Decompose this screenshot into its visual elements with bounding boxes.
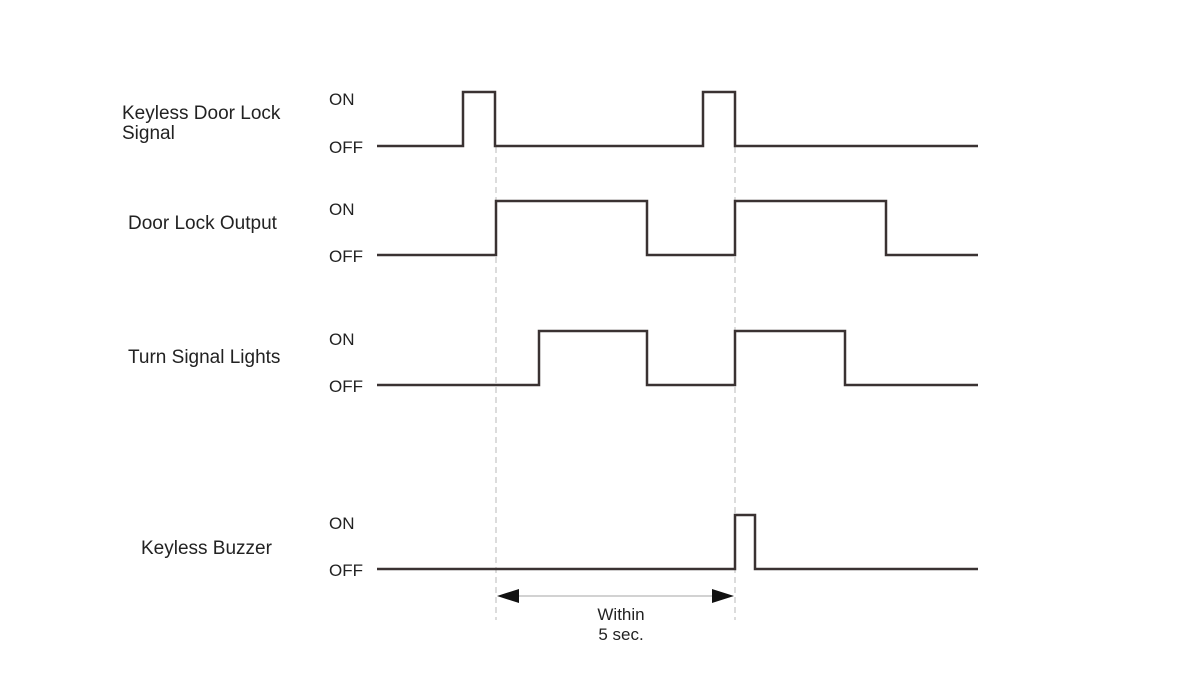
on-label: ON: [329, 330, 355, 349]
on-label: ON: [329, 200, 355, 219]
off-label: OFF: [329, 138, 363, 157]
signal-name: Turn Signal Lights: [128, 347, 280, 368]
signal-name: Door Lock Output: [128, 213, 278, 234]
waveform: [377, 513, 978, 571]
off-label: OFF: [329, 561, 363, 580]
arrow-left-icon: [497, 589, 519, 603]
signal-name-line-1: Keyless Door Lock: [122, 103, 281, 124]
on-label: ON: [329, 90, 355, 109]
signal-name-line-2: Signal: [122, 123, 175, 144]
interval-note-line-2: 5 sec.: [598, 625, 643, 644]
arrow-right-icon: [712, 589, 734, 603]
signal-name: Keyless Buzzer: [141, 538, 273, 559]
interval-dimension: Within 5 sec.: [497, 589, 734, 644]
off-label: OFF: [329, 247, 363, 266]
waveform: [377, 199, 978, 257]
signal-keyless-door-lock: Keyless Door Lock Signal ON OFF: [122, 90, 978, 157]
waveform: [377, 90, 978, 148]
interval-note-line-1: Within: [597, 605, 644, 624]
on-label: ON: [329, 514, 355, 533]
signal-keyless-buzzer: Keyless Buzzer ON OFF: [141, 513, 978, 580]
waveform: [377, 329, 978, 387]
off-label: OFF: [329, 377, 363, 396]
signal-turn-signal-lights: Turn Signal Lights ON OFF: [128, 329, 978, 396]
signal-door-lock-output: Door Lock Output ON OFF: [128, 199, 978, 266]
